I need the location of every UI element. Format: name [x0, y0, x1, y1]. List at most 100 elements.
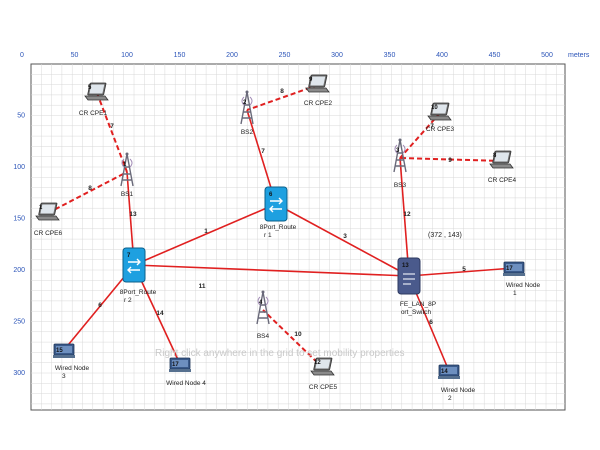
- wireless-link[interactable]: [246, 84, 319, 111]
- router-icon: [122, 247, 146, 283]
- node-name-label: 8Port_Route: [120, 289, 157, 296]
- x-axis-unit: meters: [568, 52, 590, 59]
- node-name-label-line2: r 1: [264, 232, 272, 239]
- node-id-label: 1: [39, 205, 43, 211]
- node-name-label: BS2: [241, 129, 254, 136]
- wired-link[interactable]: [133, 203, 277, 266]
- node-name-label: CR CPE5: [309, 384, 338, 391]
- wired-link[interactable]: [275, 203, 410, 277]
- link-label: 1: [204, 228, 208, 235]
- wireless-link[interactable]: [47, 171, 128, 214]
- node-name-label: CR CPE6: [34, 230, 63, 237]
- node-laptop[interactable]: 9CR CPE2: [304, 74, 333, 107]
- node-name-label: BS4: [257, 333, 270, 340]
- link-label: 9: [448, 157, 452, 164]
- wireless-link[interactable]: [96, 92, 128, 173]
- node-id-label: 8: [493, 153, 497, 159]
- wired-link[interactable]: [63, 264, 135, 351]
- node-name-label: 8Port_Route: [260, 224, 297, 231]
- x-tick-label: 400: [436, 52, 448, 59]
- node-id-label: 17: [172, 362, 179, 368]
- node-id-label: 12: [314, 360, 321, 366]
- laptop-icon: [427, 102, 452, 121]
- wireless-link[interactable]: [399, 157, 503, 162]
- node-laptop[interactable]: 12 CR CPE5: [309, 357, 338, 391]
- y-tick-label: 300: [13, 370, 25, 377]
- switch-icon: [397, 257, 421, 295]
- link-label: 6: [429, 319, 433, 326]
- base-station-tower-icon: [256, 290, 270, 325]
- y-tick-label: 100: [13, 164, 25, 171]
- node-name-label-line2: 1: [513, 290, 517, 297]
- wireless-link[interactable]: [399, 112, 441, 159]
- wireless-link[interactable]: [262, 309, 324, 369]
- x-tick-label: 300: [331, 52, 343, 59]
- node-id-label: 6: [269, 192, 273, 198]
- laptop-icon: [84, 82, 109, 101]
- node-name-label: Wired Node: [441, 387, 476, 394]
- node-name-label-line2: 2: [448, 395, 452, 402]
- node-id-label: 5: [88, 85, 92, 91]
- base-station-tower-icon: [393, 138, 407, 173]
- router-icon: [264, 186, 288, 222]
- x-tick-label: 100: [121, 52, 133, 59]
- wired-node-icon: [503, 261, 525, 276]
- laptop-icon: [35, 202, 60, 221]
- base-station-tower-icon: [120, 152, 134, 187]
- node-id-label: 1: [123, 162, 127, 168]
- x-tick-label: 0: [20, 52, 24, 59]
- link-label: 10: [294, 331, 302, 338]
- laptop-icon: [305, 74, 330, 93]
- link-label: 12: [403, 211, 411, 218]
- node-name-label-line2: r 2: [124, 297, 132, 304]
- node-laptop[interactable]: 8 CR CPE4: [488, 150, 517, 184]
- link-label: 8: [88, 185, 92, 192]
- node-name-label: Wired Node 4: [166, 380, 206, 387]
- x-tick-label: 200: [226, 52, 238, 59]
- x-tick-label: 350: [384, 52, 396, 59]
- x-tick-label: 500: [541, 52, 553, 59]
- node-name-label: CR CPE4: [488, 177, 517, 184]
- mobility-hint: Right click anywhere in the grid to set …: [155, 348, 405, 359]
- y-tick-label: 250: [13, 319, 25, 326]
- wired-link[interactable]: [399, 157, 410, 277]
- node-name-label: CR CPE3: [426, 126, 455, 133]
- link-label: 8: [280, 88, 284, 95]
- link-label: 13: [129, 211, 137, 218]
- node-laptop[interactable]: 5 CR CPE1: [79, 82, 109, 117]
- link-label: 14: [156, 310, 164, 317]
- node-id-label: 4: [259, 300, 263, 306]
- link-label: 3: [343, 233, 347, 240]
- grid-lines: [31, 64, 565, 410]
- node-id-label: 9: [309, 77, 313, 83]
- link-label: 5: [462, 266, 466, 273]
- node-name-label: FE_LAN_8P: [400, 301, 436, 308]
- node-laptop[interactable]: 1 CR CPE6: [34, 202, 63, 237]
- node-name-label-line2: ort_Switch: [401, 309, 432, 316]
- link-label: 7: [261, 148, 265, 155]
- node-name-label: Wired Node: [506, 282, 541, 289]
- node-id-label: 14: [441, 369, 448, 375]
- link-label: 11: [199, 283, 206, 290]
- wired-link[interactable]: [133, 264, 410, 277]
- y-tick-label: 50: [17, 113, 25, 120]
- node-id-label: 3: [396, 148, 400, 154]
- wired-link[interactable]: [408, 267, 515, 277]
- node-name-label: CR CPE1: [79, 110, 108, 117]
- link-label: 7: [430, 123, 434, 130]
